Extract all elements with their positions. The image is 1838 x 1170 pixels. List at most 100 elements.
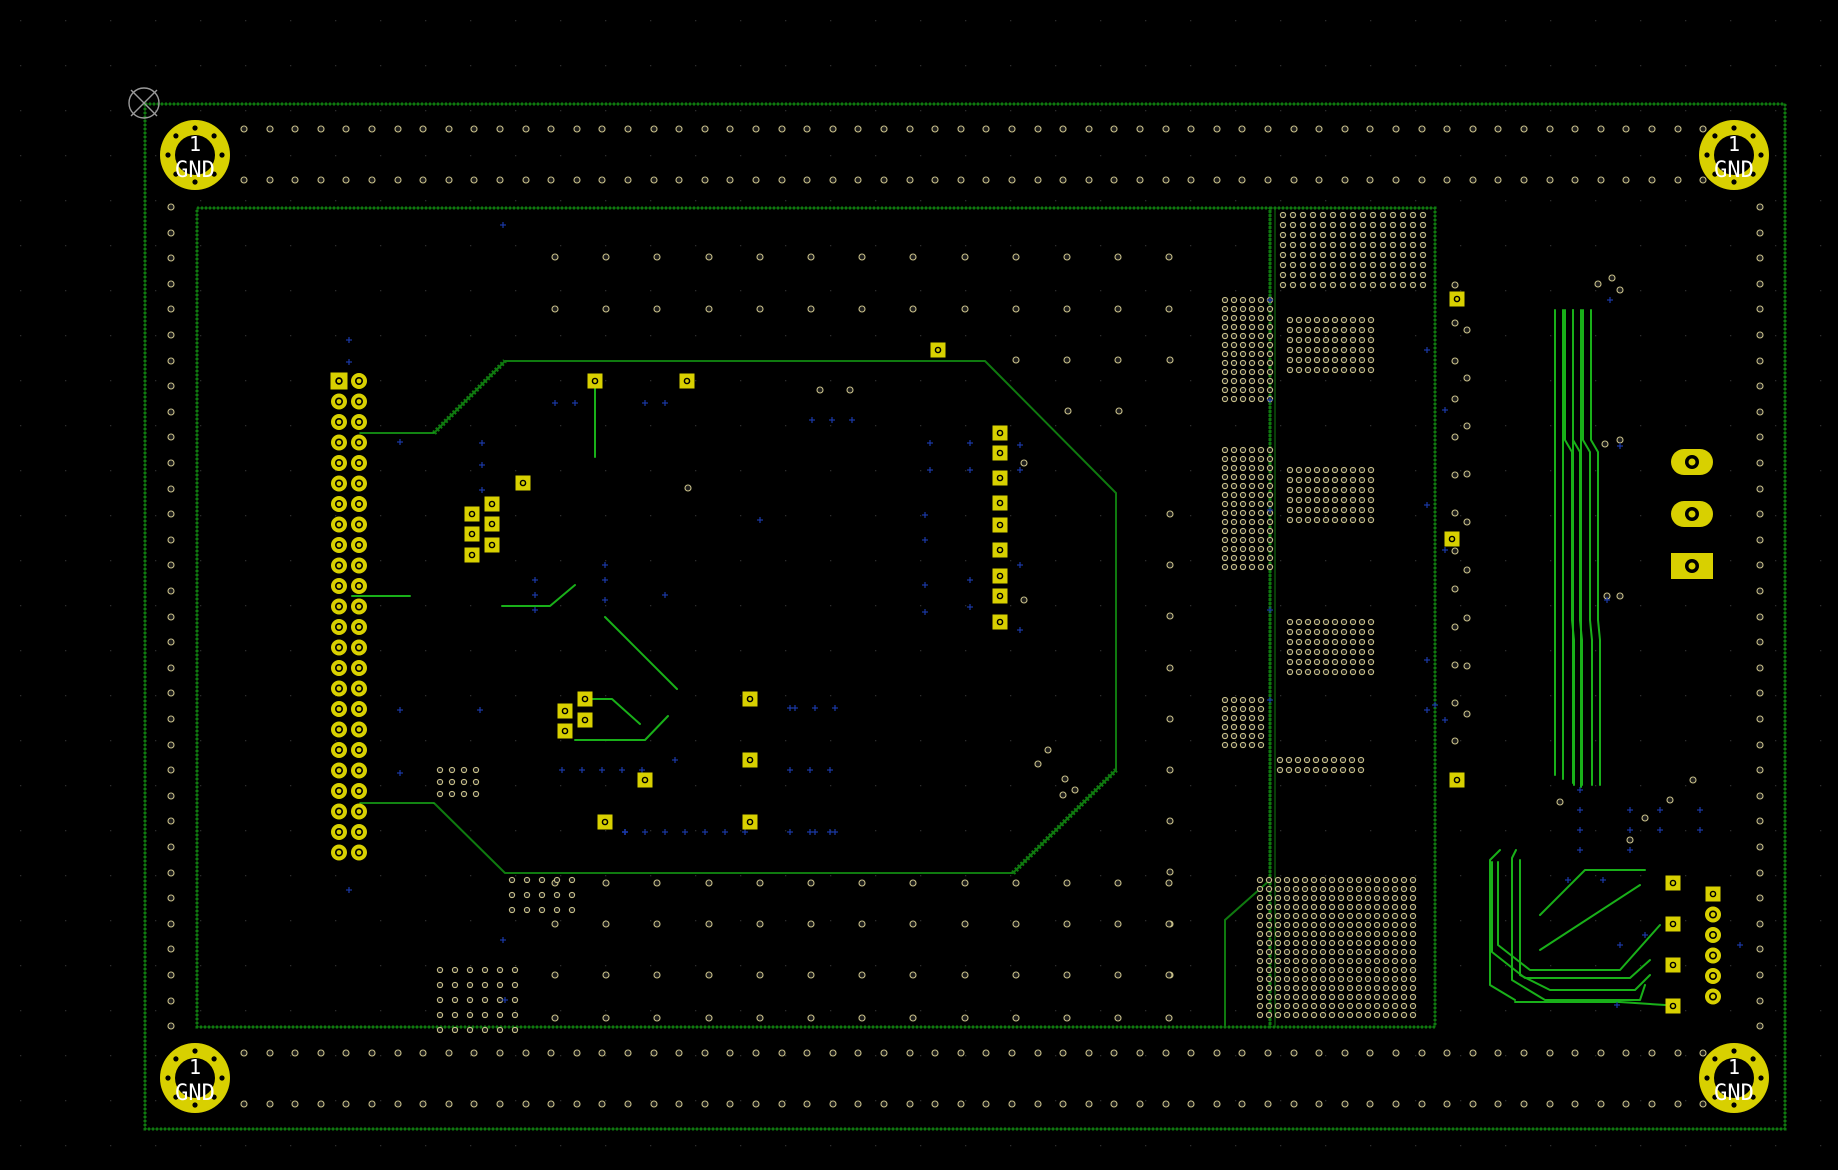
via-icon xyxy=(460,766,468,774)
grid-dot xyxy=(1820,110,1822,112)
via-icon xyxy=(602,253,610,261)
mounting-hole-via xyxy=(1731,125,1737,131)
via-icon xyxy=(1283,1002,1291,1010)
grid-dot xyxy=(65,110,67,112)
via-icon xyxy=(167,843,175,851)
via-icon xyxy=(1322,628,1330,636)
via-icon xyxy=(1283,912,1291,920)
via-icon xyxy=(1463,326,1471,334)
via-icon xyxy=(1331,466,1339,474)
grid-dot xyxy=(65,650,67,652)
grid-dot xyxy=(245,380,247,382)
mounting-hole-via xyxy=(1750,1056,1756,1062)
via-icon xyxy=(705,920,713,928)
via-icon xyxy=(1279,221,1287,229)
via-icon xyxy=(1373,993,1381,1001)
mounting-hole-net-name: GND xyxy=(1714,1081,1754,1106)
via-icon xyxy=(1409,281,1417,289)
via-icon xyxy=(1341,1049,1349,1057)
via-icon xyxy=(1221,386,1229,394)
via-icon xyxy=(1221,350,1229,358)
via-icon xyxy=(1756,997,1764,1005)
via-icon xyxy=(394,176,402,184)
grid-dot xyxy=(1595,1055,1597,1057)
via-icon xyxy=(547,176,555,184)
grid-dot xyxy=(740,1010,742,1012)
grid-dot xyxy=(605,380,607,382)
grid-dot xyxy=(245,110,247,112)
grid-dot xyxy=(740,920,742,922)
via-icon xyxy=(342,176,350,184)
via-icon xyxy=(1409,231,1417,239)
via-icon xyxy=(466,1011,474,1019)
grid-dot xyxy=(1595,515,1597,517)
grid-dot xyxy=(1415,335,1417,337)
via-icon xyxy=(1648,176,1656,184)
grid-dot xyxy=(1370,875,1372,877)
grid-dot xyxy=(1100,335,1102,337)
grid-dot xyxy=(425,245,427,247)
grid-dot xyxy=(1460,1145,1462,1147)
grid-dot xyxy=(605,650,607,652)
via-icon xyxy=(1641,814,1649,822)
via-icon xyxy=(1331,336,1339,344)
grid-dot xyxy=(1730,920,1732,922)
grid-dot xyxy=(1325,290,1327,292)
round-pad-icon xyxy=(331,619,347,635)
grid-dot xyxy=(1055,515,1057,517)
via-icon xyxy=(1264,1049,1272,1057)
via-icon xyxy=(1379,281,1387,289)
grid-dot xyxy=(515,1100,517,1102)
via-icon xyxy=(1364,939,1372,947)
grid-dot xyxy=(875,290,877,292)
round-pad-icon xyxy=(351,516,367,533)
via-icon xyxy=(167,561,175,569)
via-icon xyxy=(598,1100,606,1108)
via-icon xyxy=(1274,939,1282,947)
grid-dot xyxy=(560,335,562,337)
round-pad-icon xyxy=(331,701,347,717)
via-icon xyxy=(1221,554,1229,562)
grid-dot xyxy=(1145,290,1147,292)
grid-dot xyxy=(1370,290,1372,292)
grid-dot xyxy=(875,1010,877,1012)
via-icon xyxy=(602,920,610,928)
grid-dot xyxy=(695,920,697,922)
via-icon xyxy=(1359,251,1367,259)
via-icon xyxy=(1331,346,1339,354)
grid-dot xyxy=(290,740,292,742)
grid-dot xyxy=(605,1145,607,1147)
via-icon xyxy=(858,971,866,979)
grid-dot xyxy=(200,695,202,697)
via-icon xyxy=(816,386,824,394)
via-icon xyxy=(1012,253,1020,261)
grid-dot xyxy=(785,425,787,427)
grid-dot xyxy=(425,965,427,967)
grid-dot xyxy=(1055,920,1057,922)
via-icon xyxy=(1289,281,1297,289)
via-icon xyxy=(1382,885,1390,893)
grid-dot xyxy=(65,1055,67,1057)
grid-dot xyxy=(1775,65,1777,67)
square-pad-icon xyxy=(992,425,1008,441)
unrouted-marker-icon xyxy=(1017,627,1023,633)
via-icon xyxy=(1419,281,1427,289)
grid-dot xyxy=(560,200,562,202)
via-icon xyxy=(1382,984,1390,992)
grid-dot xyxy=(245,965,247,967)
via-icon xyxy=(1279,251,1287,259)
unrouted-marker-icon xyxy=(1627,847,1633,853)
grid-dot xyxy=(20,650,22,652)
unrouted-marker-icon xyxy=(1627,807,1633,813)
via-icon xyxy=(1310,894,1318,902)
grid-dot xyxy=(1280,1010,1282,1012)
via-icon xyxy=(1187,1049,1195,1057)
via-icon xyxy=(1364,894,1372,902)
round-pad-icon xyxy=(351,639,367,656)
